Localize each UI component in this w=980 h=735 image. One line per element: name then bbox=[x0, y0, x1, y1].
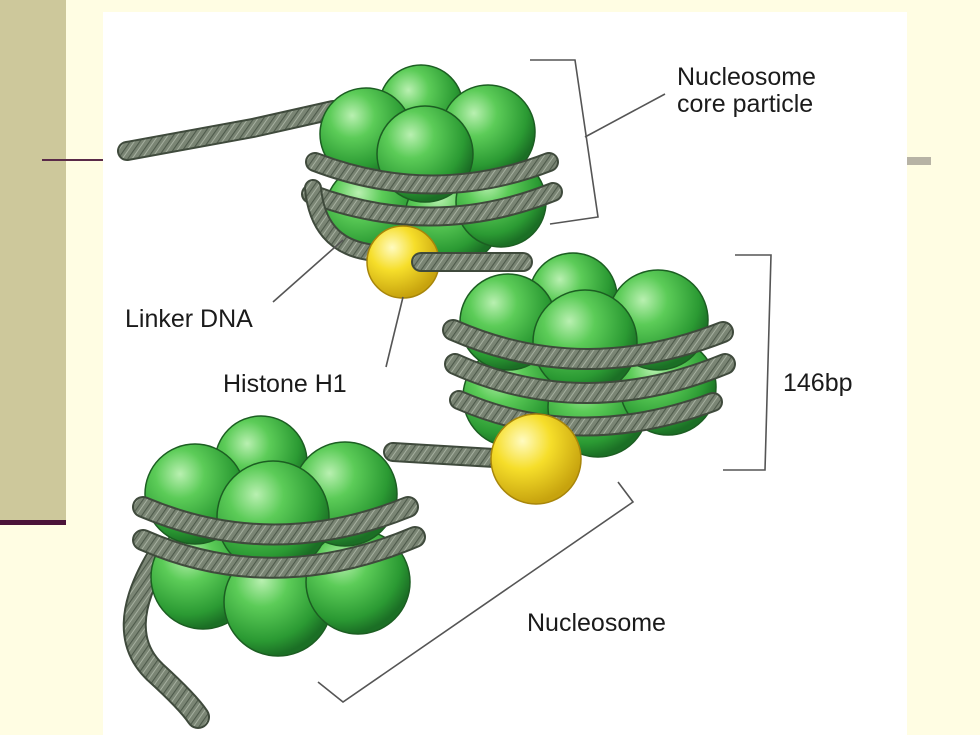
sidebar-band bbox=[0, 0, 66, 522]
label-linker-dna: Linker DNA bbox=[125, 305, 253, 333]
label-nucleosome: Nucleosome bbox=[527, 609, 666, 637]
nucleosome-middle bbox=[442, 252, 736, 458]
leader-linker-dna bbox=[272, 239, 344, 303]
bracket-nucleosome bbox=[317, 481, 635, 703]
histone-h1-middle bbox=[490, 413, 582, 505]
sidebar-rule bbox=[0, 520, 66, 525]
dna-wrap-bottom bbox=[132, 496, 426, 579]
title-rule-tab bbox=[907, 157, 931, 165]
nucleosome-bottom bbox=[122, 415, 426, 729]
nucleosome-top bbox=[117, 64, 563, 299]
nucleosome-diagram bbox=[117, 59, 772, 729]
bracket-146bp bbox=[723, 254, 772, 471]
annotation-lines bbox=[272, 59, 772, 703]
leader-core-particle bbox=[584, 93, 666, 138]
leader-histone-h1 bbox=[385, 296, 404, 368]
dna-wrap-top bbox=[301, 152, 563, 261]
nucleosome-figure: Nucleosome core particle Linker DNA Hist… bbox=[103, 12, 907, 735]
bracket-core-particle bbox=[530, 59, 599, 225]
label-histone-h1: Histone H1 bbox=[223, 370, 347, 398]
dna-wrap-middle bbox=[442, 319, 736, 437]
label-146bp: 146bp bbox=[783, 369, 853, 397]
label-nucleosome-core-particle: Nucleosome core particle bbox=[677, 63, 816, 118]
